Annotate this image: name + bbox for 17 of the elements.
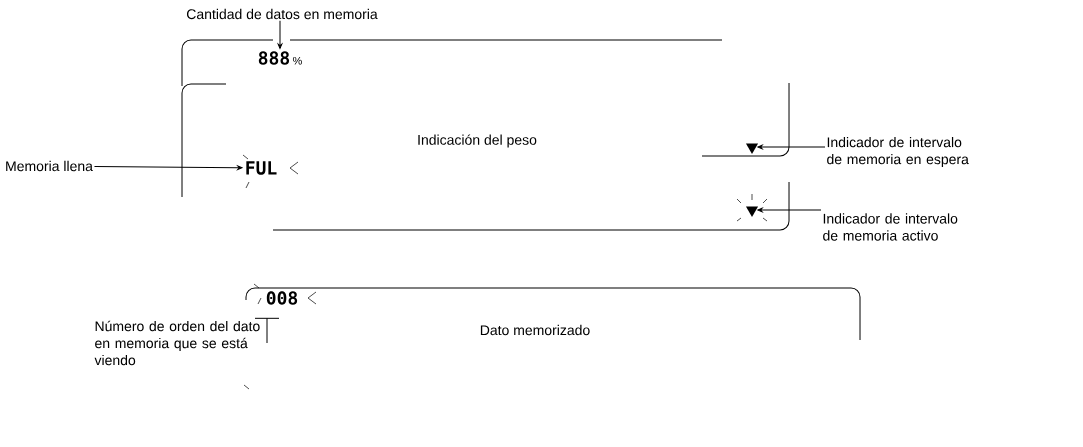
label-text: Indicación del peso bbox=[418, 134, 537, 148]
caption-text: Memoria llena bbox=[6, 160, 93, 172]
caption-text: Cantidad de datos en memoria bbox=[187, 8, 378, 20]
display-digits: FUL bbox=[246, 161, 277, 175]
arrow bbox=[277, 20, 283, 49]
arrow bbox=[757, 207, 822, 213]
display-digits: 008 bbox=[266, 291, 298, 305]
caption-text: Número de orden del dato en memoria que se está viendo bbox=[94, 320, 260, 366]
triangle-indicator bbox=[745, 143, 759, 154]
arrow bbox=[757, 144, 826, 150]
caption-text: Indicador de intervalo de memoria en espera bbox=[827, 136, 969, 167]
label-text: Dato memorizado bbox=[480, 324, 590, 336]
leader-line bbox=[254, 317, 280, 344]
arrow bbox=[93, 165, 243, 171]
caption-text: Indicador de intervalo de memoria activo bbox=[823, 213, 958, 241]
display-digits: 888 % bbox=[258, 51, 302, 65]
triangle-indicator bbox=[745, 206, 759, 217]
